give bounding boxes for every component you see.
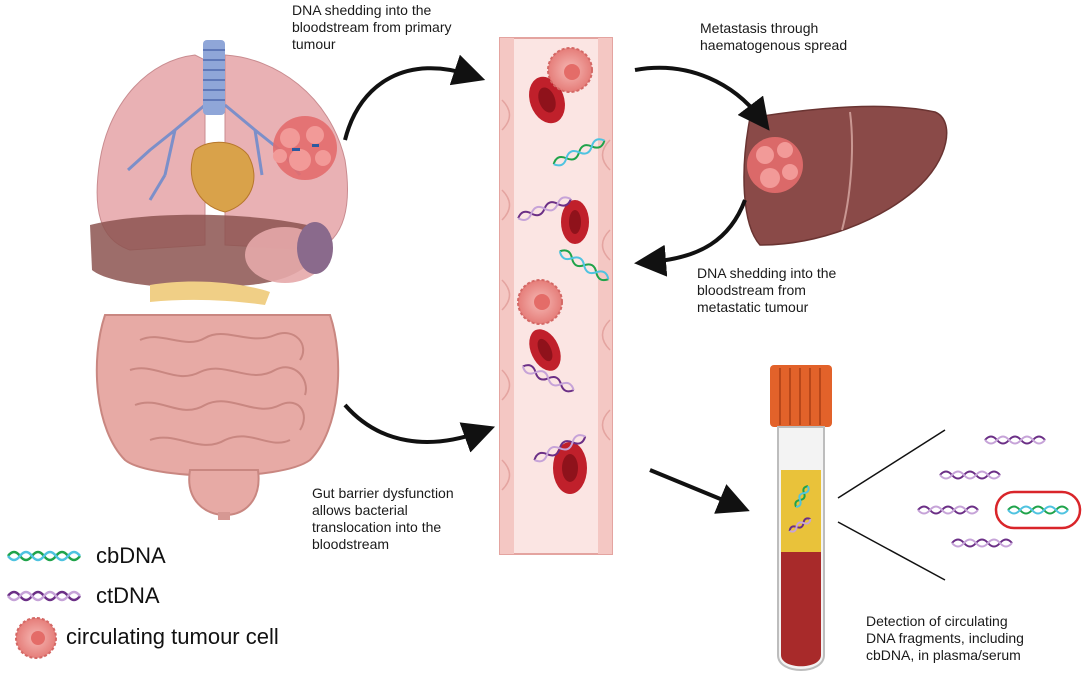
legend bbox=[7, 550, 81, 659]
caption-primary-shedding: DNA shedding into the bloodstream from p… bbox=[292, 2, 452, 52]
fragment-ctdna bbox=[951, 538, 1013, 548]
arrow-vessel-to-tube bbox=[649, 468, 750, 514]
zoom-lines bbox=[837, 429, 946, 581]
detected-fragments bbox=[917, 435, 1082, 548]
legend-label-ctdna: ctDNA bbox=[96, 583, 160, 608]
legend-label-ctc: circulating tumour cell bbox=[66, 624, 279, 649]
legend-cbdna-icon bbox=[7, 550, 81, 562]
fragment-ctdna bbox=[917, 505, 979, 515]
red-blood-cells bbox=[529, 76, 589, 494]
arrow-liver-to-vessel bbox=[634, 199, 747, 277]
legend-label-cbdna: cbDNA bbox=[96, 543, 166, 568]
red-blood-cell bbox=[553, 442, 587, 494]
legend-ctdna-icon bbox=[7, 590, 81, 602]
metastatic-liver bbox=[743, 105, 948, 246]
vessel-dna bbox=[517, 138, 610, 463]
red-blood-cell bbox=[529, 76, 565, 124]
caption-gut-barrier: Gut barrier dysfunction allows bacterial… bbox=[312, 485, 454, 552]
primary-tumour bbox=[273, 116, 337, 180]
fragment-ctdna bbox=[984, 435, 1046, 445]
metastatic-tumour bbox=[747, 137, 803, 193]
pancreas bbox=[150, 281, 270, 305]
vessel-ctc-1 bbox=[547, 47, 593, 93]
fragment-ctdna bbox=[939, 470, 1001, 480]
caption-metastatic-shedding: DNA shedding into the bloodstream from m… bbox=[697, 265, 837, 315]
flow-arrows bbox=[343, 54, 770, 514]
bladder bbox=[188, 469, 260, 517]
caption-detection: Detection of circulating DNA fragments, … bbox=[866, 613, 1024, 663]
blood-collection-tube bbox=[770, 365, 832, 671]
intestines bbox=[95, 314, 340, 477]
anatomy-illustration bbox=[90, 40, 348, 520]
fragment-cbdna-highlighted bbox=[994, 490, 1082, 530]
trachea bbox=[203, 40, 225, 115]
arrow-gut-to-vessel bbox=[343, 403, 496, 453]
spleen bbox=[297, 222, 333, 274]
vessel-ctc-2 bbox=[517, 279, 563, 325]
arrow-vessel-to-liver bbox=[634, 65, 770, 131]
caption-metastasis: Metastasis through haematogenous spread bbox=[700, 20, 848, 53]
red-blood-cell bbox=[561, 200, 589, 244]
heart bbox=[190, 141, 255, 213]
legend-ctc-icon bbox=[15, 617, 57, 659]
arrow-primary-to-vessel bbox=[343, 54, 486, 141]
red-blood-cell bbox=[529, 329, 561, 371]
